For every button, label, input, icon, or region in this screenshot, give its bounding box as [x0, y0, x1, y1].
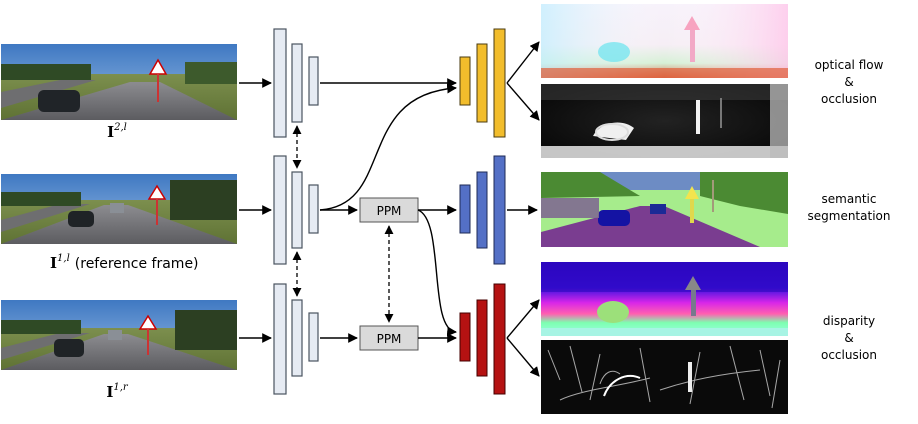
output-optical-flow [541, 4, 788, 78]
encoder-middle [273, 155, 319, 265]
encoder-top [273, 28, 319, 138]
arrow-ppm-to-disparity-curve [417, 209, 457, 337]
label-disparity: disparity & occlusion [821, 314, 877, 362]
svg-text:&: & [844, 331, 853, 345]
label-i2l: I2,l [107, 122, 127, 141]
ppm-box-bottom: PPM [359, 325, 419, 351]
ppm-box-top: PPM [359, 197, 419, 223]
svg-text:PPM: PPM [377, 332, 402, 346]
decoder-flow [459, 28, 506, 138]
svg-text:occlusion: occlusion [821, 92, 877, 106]
arrow-disp-to-dispmap [506, 299, 540, 339]
svg-text:&: & [844, 75, 853, 89]
output-flow-occlusion [541, 84, 788, 158]
input-image-bottom [1, 300, 237, 370]
svg-text:disparity: disparity [823, 314, 875, 328]
input-image-top [1, 44, 237, 120]
arrow-enc-mid-to-flow [319, 83, 457, 211]
label-semantic: semantic segmentation [808, 192, 891, 223]
arrow-disp-to-occ [506, 337, 540, 377]
svg-text:segmentation: segmentation [808, 209, 891, 223]
encoder-bottom [273, 283, 319, 395]
svg-text:occlusion: occlusion [821, 348, 877, 362]
svg-text:PPM: PPM [377, 204, 402, 218]
label-i1r: I1,r [106, 382, 129, 401]
input-image-middle [1, 174, 237, 244]
output-disparity-occlusion [541, 340, 788, 414]
svg-text:optical flow: optical flow [815, 58, 884, 72]
output-semantic-segmentation [541, 172, 788, 247]
arrow-flow-to-occ [506, 82, 540, 121]
output-disparity [541, 262, 788, 336]
decoder-disparity [459, 283, 506, 395]
decoder-semantic [459, 155, 506, 265]
arrow-flow-to-flowmap [506, 41, 540, 84]
label-flow: optical flow & occlusion [815, 58, 884, 106]
svg-text:semantic: semantic [822, 192, 877, 206]
label-i1l: I1,l(reference frame) [50, 253, 199, 272]
